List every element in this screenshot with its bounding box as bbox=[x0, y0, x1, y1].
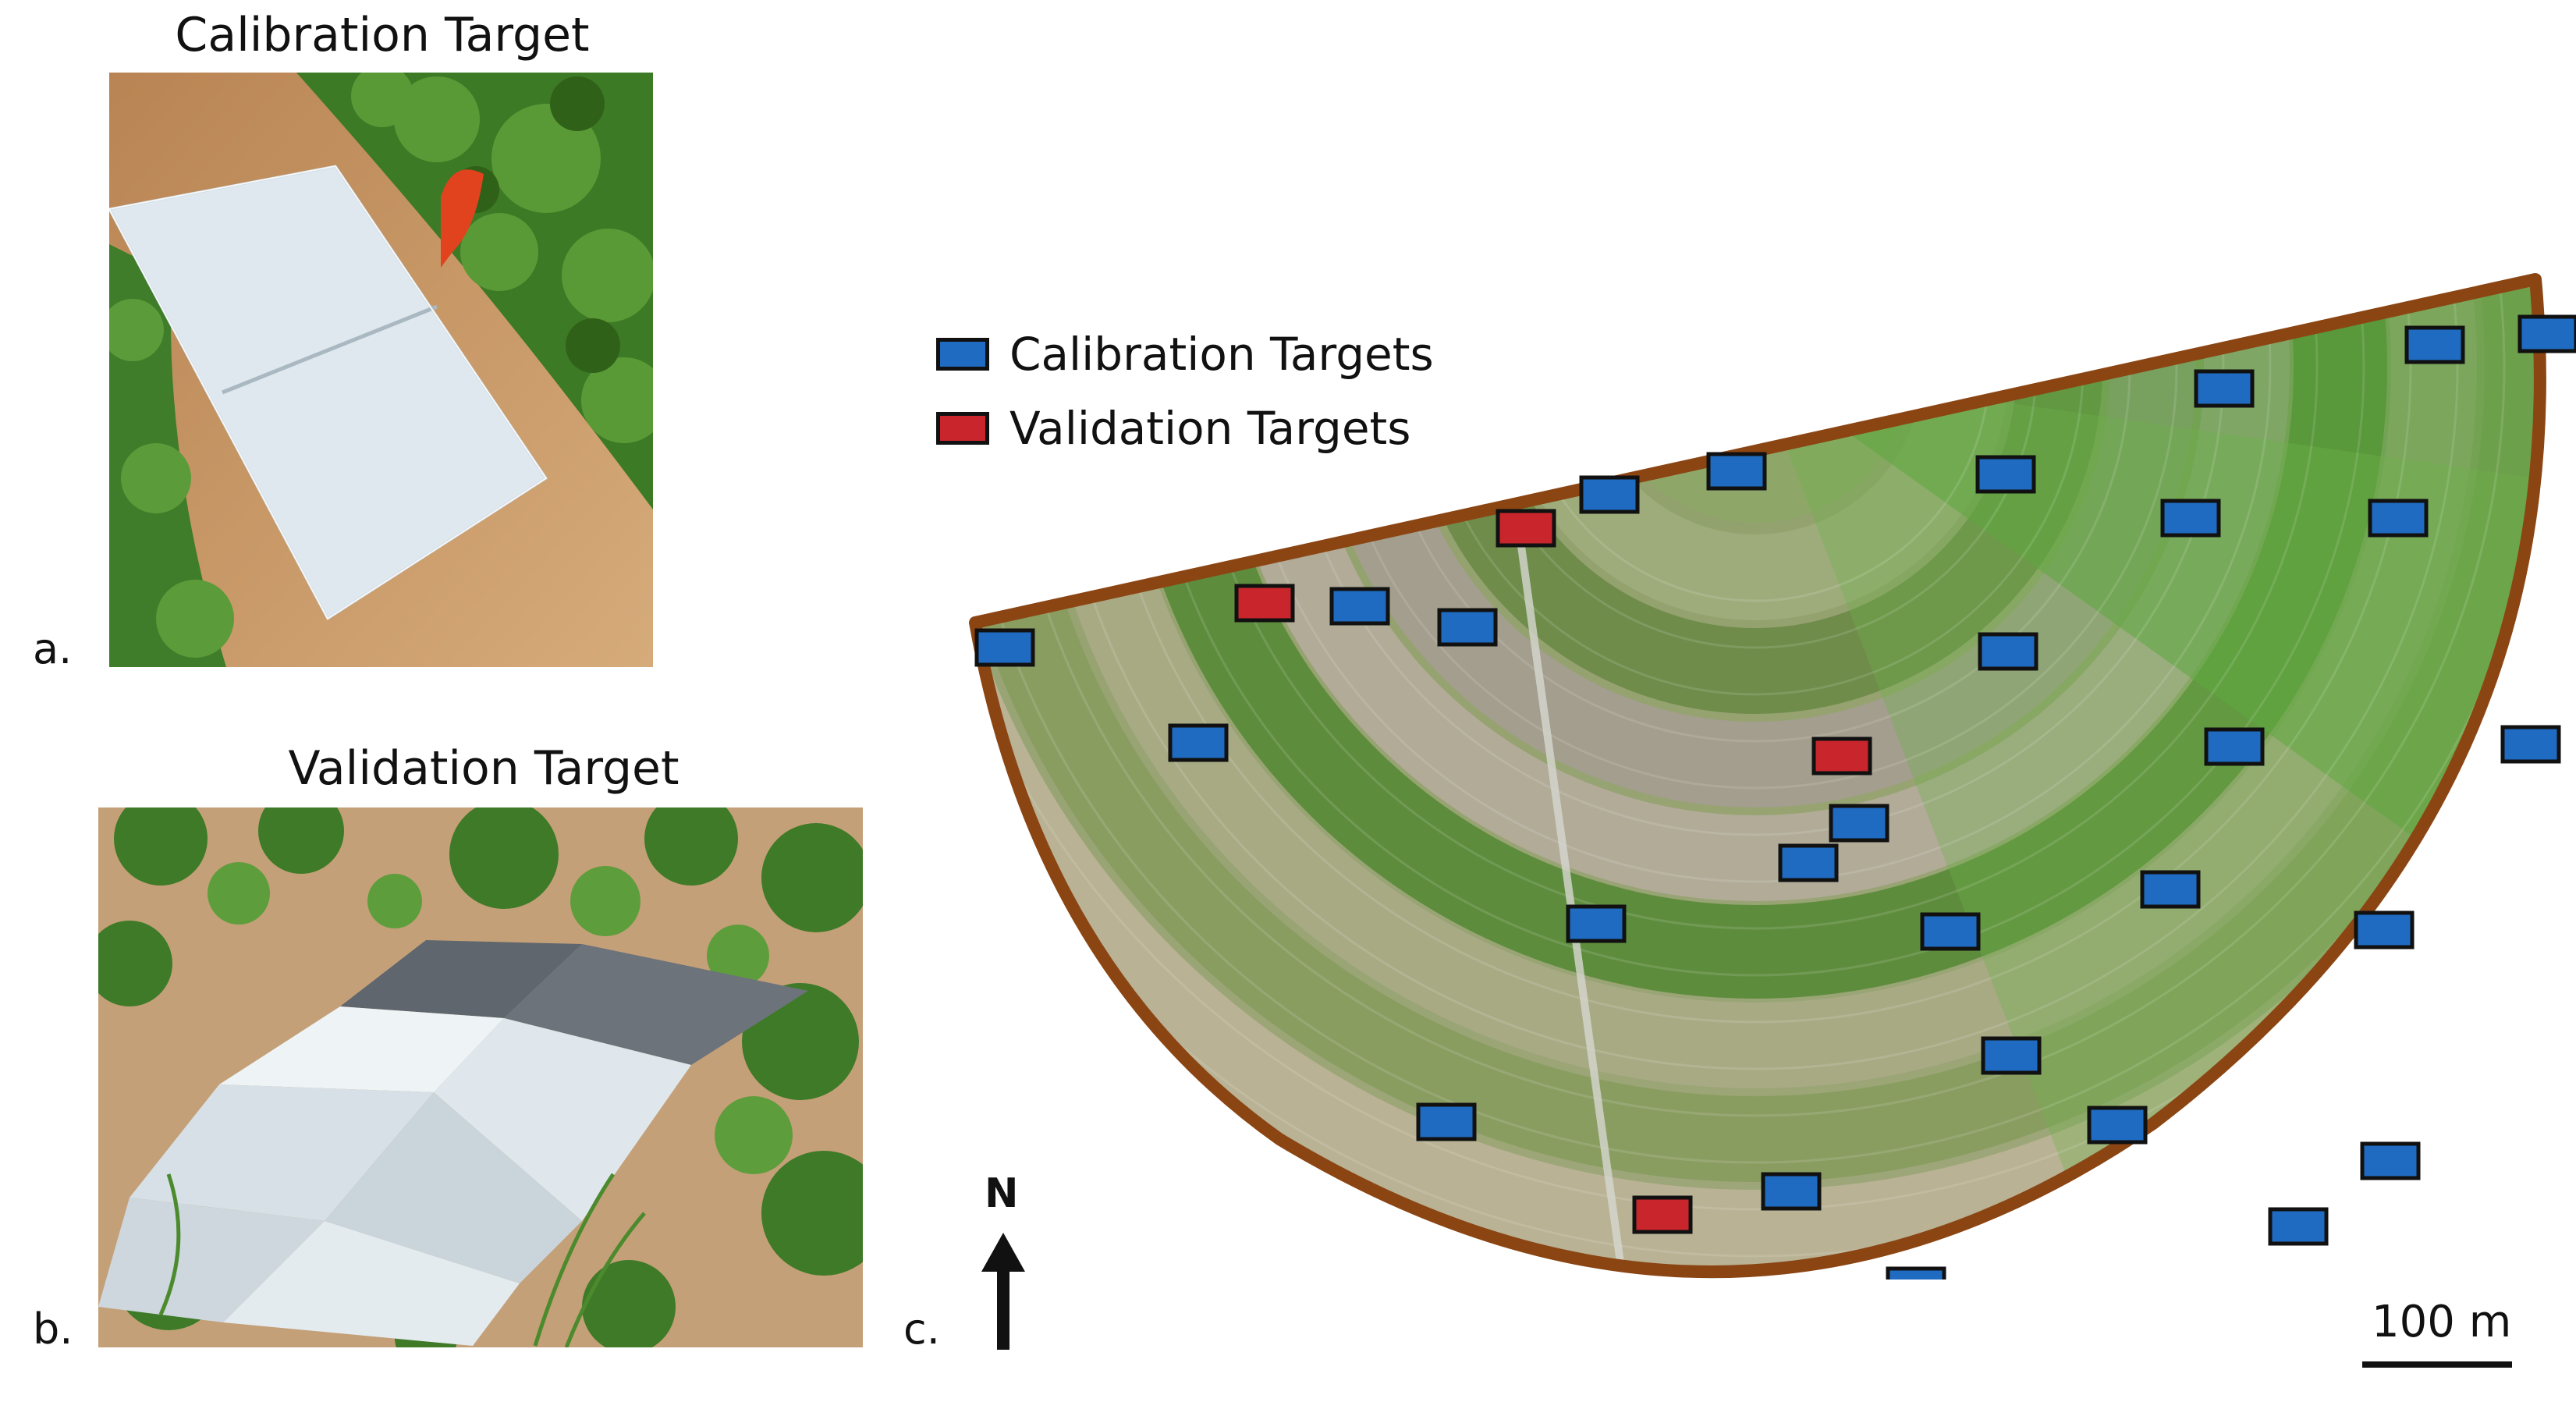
calibration-target-marker bbox=[2368, 499, 2429, 538]
validation-target-marker bbox=[1632, 1195, 1693, 1234]
calibration-target-marker bbox=[2354, 910, 2415, 949]
calibration-target-marker bbox=[974, 628, 1035, 667]
scale-bar bbox=[2362, 1361, 2512, 1368]
legend-label-validation: Validation Targets bbox=[1009, 402, 1411, 455]
calibration-target-marker bbox=[2194, 369, 2255, 408]
north-label: N bbox=[985, 1170, 1019, 1217]
calibration-target-marker bbox=[1579, 475, 1640, 514]
validation-target-marker bbox=[1234, 584, 1295, 623]
validation-target-title: Validation Target bbox=[288, 741, 679, 796]
calibration-target-marker bbox=[2204, 727, 2265, 766]
field-boundary bbox=[969, 273, 2546, 1278]
panel-label-a: a. bbox=[33, 624, 73, 673]
calibration-target-marker bbox=[2160, 499, 2221, 538]
legend-item-calibration: Calibration Targets bbox=[936, 328, 1434, 381]
calibration-target-marker bbox=[1168, 723, 1229, 762]
calibration-target-marker bbox=[2404, 325, 2465, 364]
calibration-target-marker bbox=[1829, 804, 1889, 843]
calibration-target-marker bbox=[1761, 1172, 1822, 1211]
calibration-target-marker bbox=[2500, 725, 2561, 764]
scale-label: 100 m bbox=[2372, 1297, 2512, 1347]
calibration-target-marker bbox=[2268, 1207, 2329, 1246]
calibration-target-marker bbox=[2517, 314, 2576, 353]
calibration-target-marker bbox=[1886, 1266, 1946, 1280]
calibration-target-marker bbox=[2360, 1141, 2421, 1180]
calibration-target-marker bbox=[1706, 452, 1767, 491]
validation-target-marker bbox=[1811, 736, 1872, 776]
calibration-target-photo bbox=[109, 73, 653, 667]
calibration-target-marker bbox=[1778, 843, 1839, 882]
calibration-target-marker bbox=[2087, 1106, 2148, 1145]
field-imagery bbox=[975, 279, 2540, 1272]
calibration-target-marker bbox=[1981, 1036, 2042, 1075]
calibration-target-marker bbox=[1329, 587, 1390, 626]
legend-label-calibration: Calibration Targets bbox=[1009, 328, 1434, 381]
validation-target-photo bbox=[98, 807, 863, 1347]
calibration-target-marker bbox=[1566, 904, 1627, 943]
legend-item-validation: Validation Targets bbox=[936, 402, 1411, 455]
calibration-target-marker bbox=[1416, 1102, 1477, 1141]
calibration-target-marker bbox=[1975, 455, 2036, 494]
validation-swatch bbox=[936, 412, 989, 445]
validation-target-marker bbox=[1496, 509, 1556, 548]
calibration-target-marker bbox=[2140, 870, 2201, 909]
field-map bbox=[936, 250, 2576, 1280]
panel-label-b: b. bbox=[33, 1304, 73, 1354]
calibration-target-title: Calibration Target bbox=[175, 8, 590, 62]
calibration-target-marker bbox=[1437, 608, 1498, 647]
panel-label-c: c. bbox=[903, 1304, 940, 1354]
calibration-target-marker bbox=[1920, 912, 1981, 951]
calibration-target-marker bbox=[1978, 632, 2038, 671]
calibration-swatch bbox=[936, 338, 989, 371]
north-arrow-icon bbox=[981, 1233, 1025, 1353]
